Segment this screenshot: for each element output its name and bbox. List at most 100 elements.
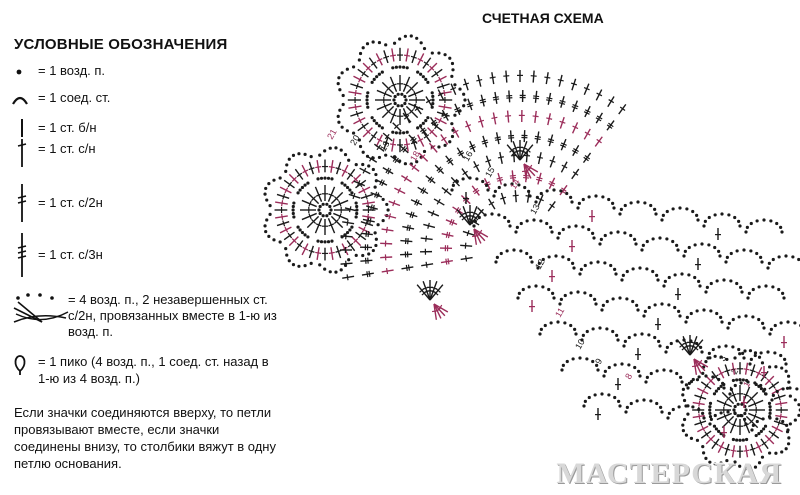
stitch-bar	[284, 187, 289, 194]
stitch-bar	[546, 99, 553, 102]
chain-dot	[560, 368, 564, 372]
stitch-bar	[282, 193, 286, 200]
chain-dot	[343, 152, 348, 157]
stitch	[370, 192, 383, 198]
chain-dot	[687, 273, 691, 277]
stitch	[355, 231, 367, 241]
legend-item-text: = 1 возд. п.	[38, 63, 106, 78]
chain-dot	[793, 321, 797, 325]
chain-dot	[713, 213, 717, 217]
stitch	[362, 127, 373, 138]
stitch-bar	[692, 365, 699, 368]
chain-dot	[621, 273, 625, 278]
stitch-bar	[420, 187, 425, 193]
stitch-bar	[419, 127, 426, 133]
chain-dot	[760, 455, 765, 459]
chain-dot	[744, 314, 748, 318]
stitch-bar	[483, 181, 490, 185]
chain-dot	[665, 209, 669, 214]
legend-panel: УСЛОВНЫЕ ОБОЗНАЧЕНИЯ = 1 возд. п. = 1 со…	[0, 0, 290, 495]
chain-dot	[623, 231, 627, 235]
stitch-bar	[560, 142, 567, 146]
stitch	[456, 209, 471, 226]
chain-dot	[704, 360, 708, 364]
chain-dot	[361, 253, 365, 258]
chain-dot	[559, 189, 563, 193]
stitch	[417, 53, 425, 66]
stitch-bar	[425, 261, 428, 268]
chain-dot	[751, 423, 755, 428]
chain-dot	[622, 344, 626, 348]
stitch	[275, 201, 288, 205]
stitch-bar	[699, 419, 703, 426]
stitch-bar	[619, 106, 626, 111]
stitch-bar	[730, 449, 737, 452]
stitch	[279, 226, 292, 234]
chain-dot	[759, 387, 763, 391]
stitch-bar	[449, 218, 453, 225]
stitch	[745, 391, 759, 405]
chain-dot	[664, 350, 668, 354]
chain-dot	[567, 225, 571, 229]
chain-dot	[693, 275, 697, 280]
stitch	[376, 89, 392, 98]
chain-dot	[685, 315, 689, 320]
chain-dot	[738, 464, 742, 468]
chain-dot	[336, 82, 340, 86]
chain-dot	[537, 261, 541, 266]
stitch-bar	[429, 65, 435, 71]
chain-dot	[547, 287, 551, 292]
chain-dot	[319, 176, 324, 180]
stitch	[389, 76, 398, 92]
stitch-bar	[408, 108, 415, 115]
chain-dot	[593, 297, 597, 302]
stitch	[350, 111, 364, 117]
chain-dot	[625, 297, 629, 301]
chain-dot	[618, 404, 622, 408]
chain-dot	[779, 225, 783, 230]
chain-dot	[691, 377, 695, 382]
chain-dot	[303, 183, 307, 187]
legend-item-text: = 1 ст. б/н	[38, 120, 97, 135]
chain-dot	[753, 465, 758, 469]
stitch	[700, 430, 712, 439]
stitch	[380, 256, 393, 259]
chain-dot	[738, 352, 742, 356]
chain-dot	[337, 76, 341, 80]
chain-dot	[705, 285, 709, 290]
chain-dot	[394, 65, 398, 69]
stitch	[750, 443, 756, 456]
stitch-bar	[413, 90, 417, 97]
chain-dot	[340, 71, 344, 75]
chain-dot	[731, 378, 735, 383]
chain-dot	[603, 261, 607, 265]
chain-dot	[644, 380, 648, 384]
chain-dot	[783, 357, 787, 362]
stitch	[422, 131, 432, 143]
chain-dot	[326, 240, 331, 244]
chain-dot	[380, 126, 384, 130]
stitch-bar	[584, 155, 591, 160]
chain-dot	[709, 309, 713, 313]
chain-dot	[345, 129, 349, 133]
chain-dot	[450, 74, 454, 78]
chain-dot	[764, 392, 768, 396]
chain-dot	[651, 269, 655, 274]
chain-dot	[675, 243, 679, 248]
cluster-icon	[13, 293, 69, 323]
stitch-bar	[356, 180, 361, 187]
stitch-bar	[381, 180, 385, 187]
stitch-bar	[708, 436, 714, 442]
stitch-bar	[410, 136, 416, 142]
chain-dot	[640, 332, 644, 336]
chain-dot	[671, 239, 675, 244]
chain-dot	[741, 351, 745, 356]
chain-dot	[726, 410, 730, 414]
stitch-bar	[354, 89, 357, 97]
chain-dot	[788, 422, 792, 426]
stitch-bar	[430, 119, 437, 125]
stitch	[391, 138, 395, 152]
stitch-bar	[476, 78, 483, 82]
chain-dot	[328, 211, 332, 216]
chain-dot	[742, 356, 746, 360]
